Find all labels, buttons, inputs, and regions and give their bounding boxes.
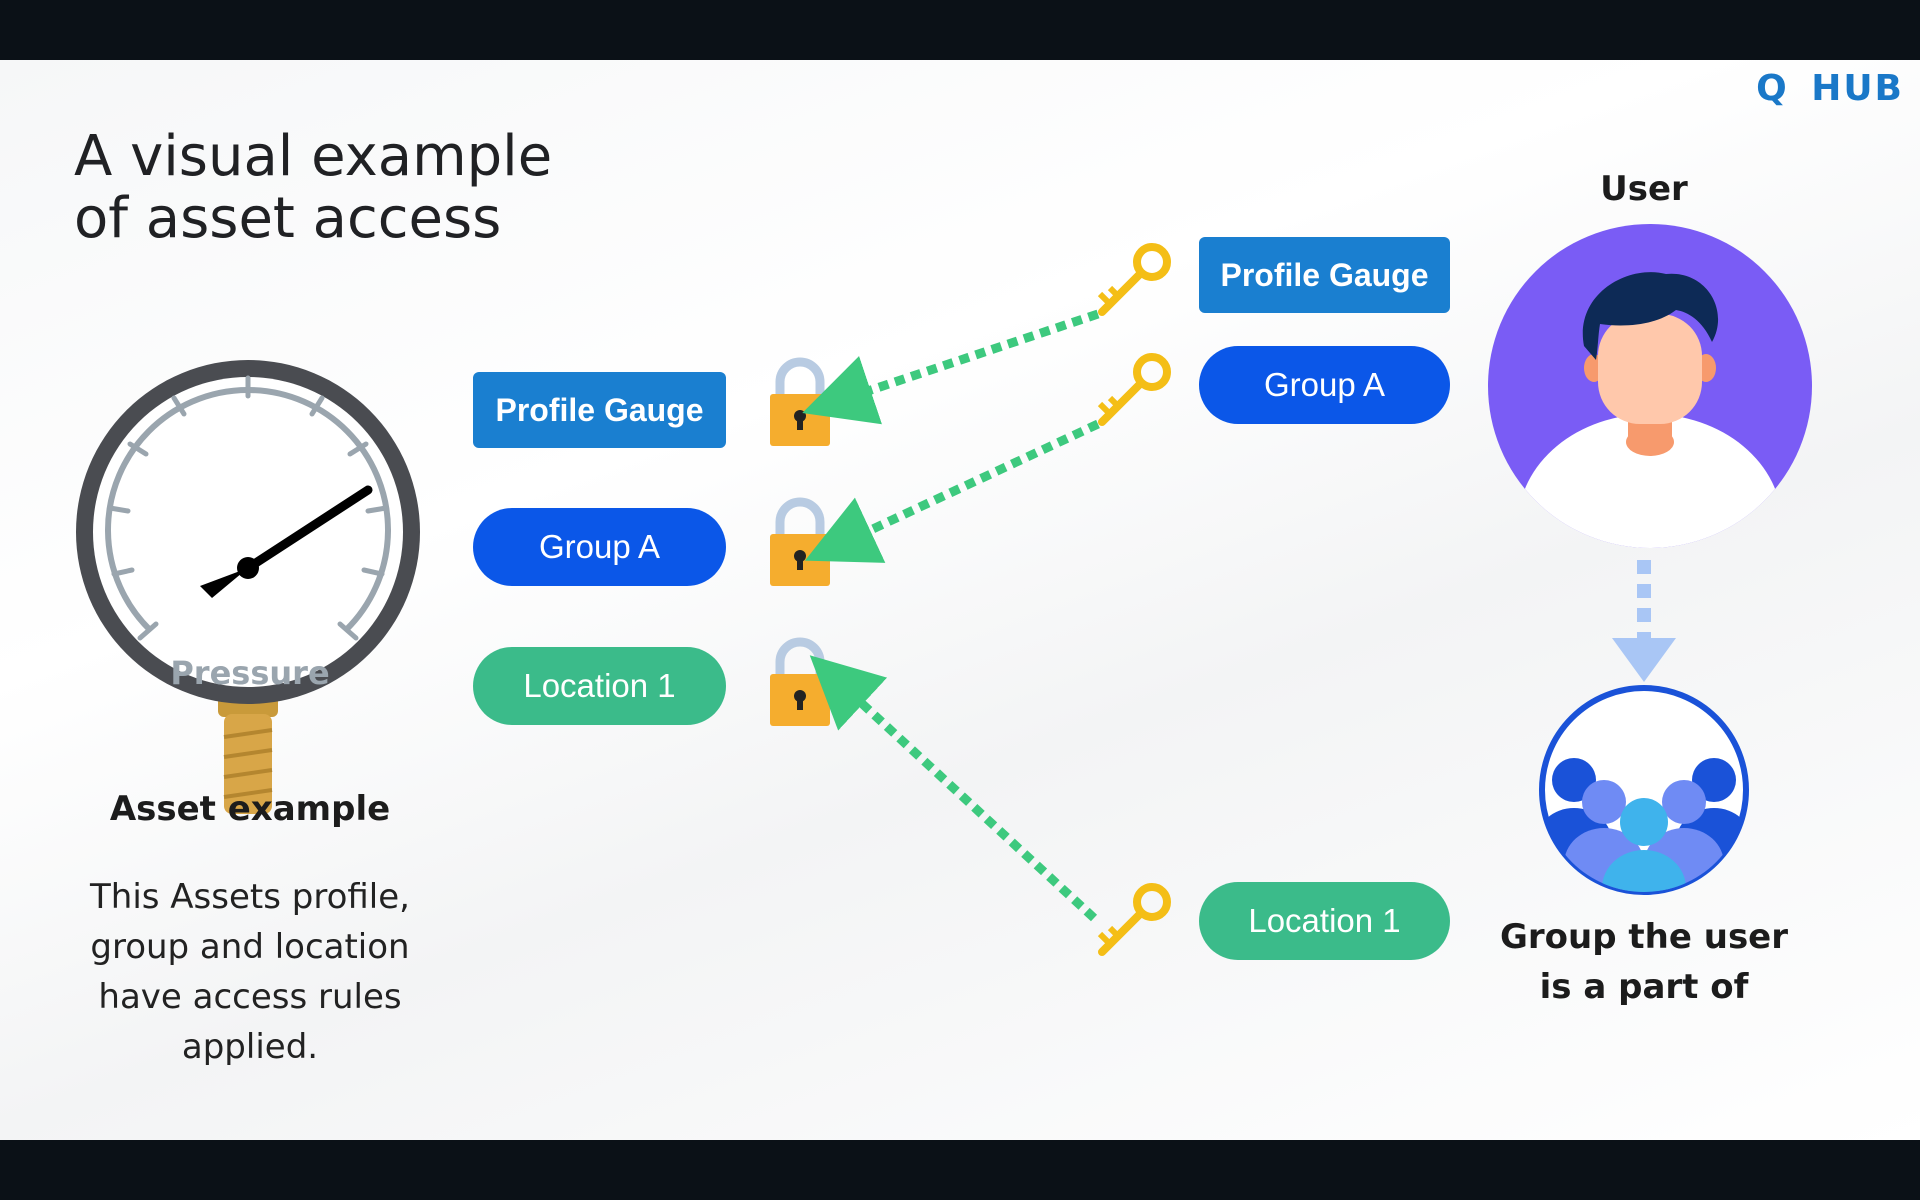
arrow-group (804, 419, 1100, 563)
gauge-icon: Pressure (76, 360, 420, 814)
key-icon (1097, 243, 1171, 316)
key-icon (1097, 353, 1171, 426)
arrow-profile (802, 309, 1100, 425)
arrow-location (809, 655, 1098, 922)
access-arrows (802, 309, 1676, 922)
user-key-profile: Profile Gauge (1199, 237, 1450, 313)
user-key-group: Group A (1199, 346, 1450, 424)
asset-label: Asset example (109, 789, 391, 829)
user-key-location: Location 1 (1199, 882, 1450, 960)
asset-tag-group: Group A (473, 508, 726, 586)
slide: Q HUB A visual example of asset access (0, 60, 1920, 1140)
group-icon (1539, 685, 1749, 895)
asset-tag-profile: Profile Gauge (473, 372, 726, 448)
brand-logo: Q HUB (1756, 68, 1904, 109)
user-label: User (1600, 169, 1688, 209)
group-label: Group the user is a part of (1499, 917, 1789, 1007)
asset-tag-location: Location 1 (473, 647, 726, 725)
user-avatar-icon (1488, 224, 1812, 548)
gauge-text: Pressure (170, 654, 329, 692)
page-title: A visual example of asset access (74, 124, 553, 251)
key-icon (1097, 883, 1171, 956)
asset-description: This Assets profile, group and location … (90, 877, 410, 1067)
arrow-user-to-group-head (1612, 638, 1676, 682)
